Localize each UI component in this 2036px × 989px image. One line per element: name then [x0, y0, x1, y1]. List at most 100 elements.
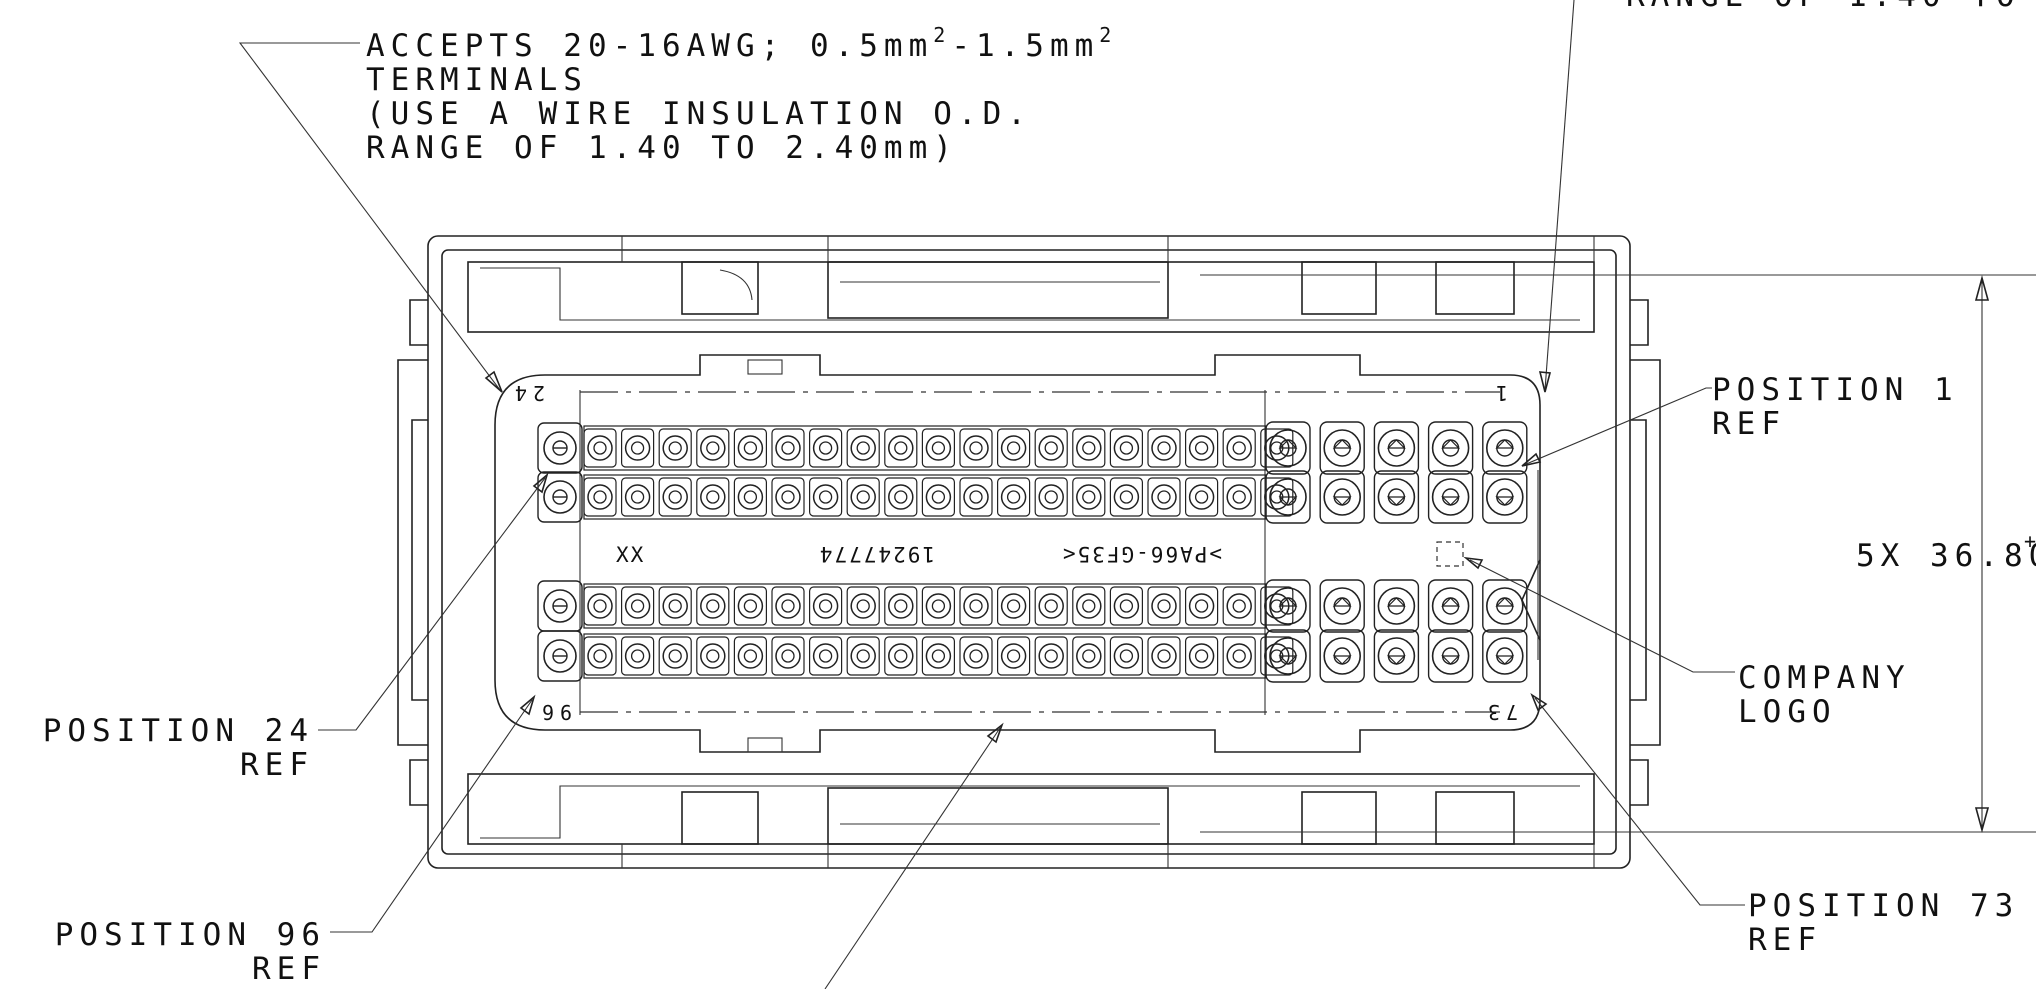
cavity-small	[921, 586, 956, 626]
cavity-small	[620, 586, 655, 626]
cavity-small	[921, 477, 956, 517]
cavity-large	[1427, 421, 1474, 475]
cavity-small	[846, 586, 880, 626]
molded-xx: XX	[616, 543, 645, 567]
cavity-small	[733, 428, 768, 468]
cavity-small	[884, 586, 918, 626]
position96-line2: REF	[252, 951, 326, 987]
cavity-block	[494, 354, 1541, 753]
cavity-small	[620, 636, 655, 676]
position1-line1: POSITION 1	[1712, 372, 1959, 408]
cavity-small	[959, 428, 993, 468]
cavity-large	[1482, 579, 1528, 633]
cavity-small	[921, 428, 956, 468]
cavity-small	[696, 477, 730, 517]
cavity-large	[1319, 421, 1365, 475]
height-dimension: 5X 36.80 +	[1200, 274, 2036, 834]
accepts-line4: RANGE OF 1.40 TO 2.40mm)	[366, 130, 958, 166]
cavity-small	[846, 636, 880, 676]
cavity-small	[771, 477, 805, 517]
logo-line2: LOGO	[1738, 694, 1837, 730]
cavity-small	[884, 477, 918, 517]
accepts-sup1: 2	[933, 23, 951, 47]
accepts-line3: (USE A WIRE INSULATION O.D.	[366, 96, 1032, 132]
cavity-small	[1072, 586, 1106, 626]
cavity-end	[537, 422, 583, 474]
cavity-large	[1319, 629, 1365, 683]
cavity-small	[1034, 636, 1068, 676]
cavity-large	[1319, 470, 1365, 524]
cavity-small	[771, 586, 805, 626]
cavity-small	[696, 636, 730, 676]
cavity-small	[1109, 586, 1144, 626]
cavity-large	[1265, 470, 1311, 524]
cavity-small	[1147, 636, 1181, 676]
molded-pos73: 73	[1482, 700, 1518, 724]
svg-text:ACCEPTS 20-16AWG; 0.5mm2-1.5mm: ACCEPTS 20-16AWG; 0.5mm2-1.5mm2	[366, 23, 1117, 64]
cavity-small	[583, 477, 617, 517]
cavity-small	[1109, 428, 1144, 468]
cavity-small	[583, 586, 617, 626]
cavity-small	[1184, 586, 1219, 626]
position24-line1: POSITION 24	[43, 713, 314, 749]
cavity-small	[583, 636, 617, 676]
molded-material: >PA66-GF35<	[1061, 542, 1222, 566]
cavity-small	[1147, 586, 1181, 626]
cavity-small	[808, 586, 843, 626]
cavity-small	[959, 477, 993, 517]
cavity-small	[771, 636, 805, 676]
cavity-large	[1427, 579, 1474, 633]
callout-top-right-clipped: RANGE OF 1.40 TO 2.	[1626, 0, 2036, 14]
cavity-large	[1427, 470, 1474, 524]
cavity-small	[996, 477, 1031, 517]
terminal-cavities	[537, 421, 1528, 683]
cavity-small	[996, 586, 1031, 626]
position1-line2: REF	[1712, 406, 1786, 442]
company-logo-box	[1436, 541, 1464, 567]
molded-pos24: 24	[509, 381, 545, 405]
cavity-small	[658, 586, 692, 626]
cavity-small	[1034, 586, 1068, 626]
cavity-small	[1184, 477, 1219, 517]
cavity-small	[1222, 477, 1256, 517]
cavity-small	[696, 428, 730, 468]
cavity-small	[1109, 636, 1144, 676]
cavity-large	[1373, 470, 1420, 524]
accepts-line2: TERMINALS	[366, 62, 588, 98]
cavity-small	[1034, 428, 1068, 468]
cavity-small	[771, 428, 805, 468]
cavity-small	[733, 477, 768, 517]
cavity-small	[959, 636, 993, 676]
position73-line2: REF	[1748, 922, 1822, 958]
cavity-small	[1147, 477, 1181, 517]
cavity-small	[884, 636, 918, 676]
cavity-small	[696, 586, 730, 626]
cavity-small	[846, 428, 880, 468]
cavity-small	[959, 586, 993, 626]
cavity-small	[658, 636, 692, 676]
cavity-large	[1373, 421, 1420, 475]
cavity-small	[808, 428, 843, 468]
cavity-large	[1482, 470, 1528, 524]
cavity-small	[996, 636, 1031, 676]
cavity-large	[1427, 629, 1474, 683]
cavity-small	[1222, 636, 1256, 676]
dimension-tolerance: +	[2024, 529, 2036, 553]
cavity-large	[1319, 579, 1365, 633]
cavity-small	[1072, 477, 1106, 517]
cavity-small	[996, 428, 1031, 468]
cavity-small	[1109, 477, 1144, 517]
cavity-end	[537, 630, 583, 682]
cavity-large	[1265, 579, 1311, 633]
cavity-small	[1147, 428, 1181, 468]
cavity-small	[808, 477, 843, 517]
cavity-large	[1265, 421, 1311, 475]
cavity-small	[846, 477, 880, 517]
cavity-large	[1373, 579, 1420, 633]
position73-line1: POSITION 73	[1748, 888, 2019, 924]
cavity-small	[733, 586, 768, 626]
cavity-small	[1184, 636, 1219, 676]
molded-markings: 24 1 96 73 XX 19247774 >PA66-GF35<	[509, 381, 1518, 724]
position24-line2: REF	[240, 747, 314, 783]
